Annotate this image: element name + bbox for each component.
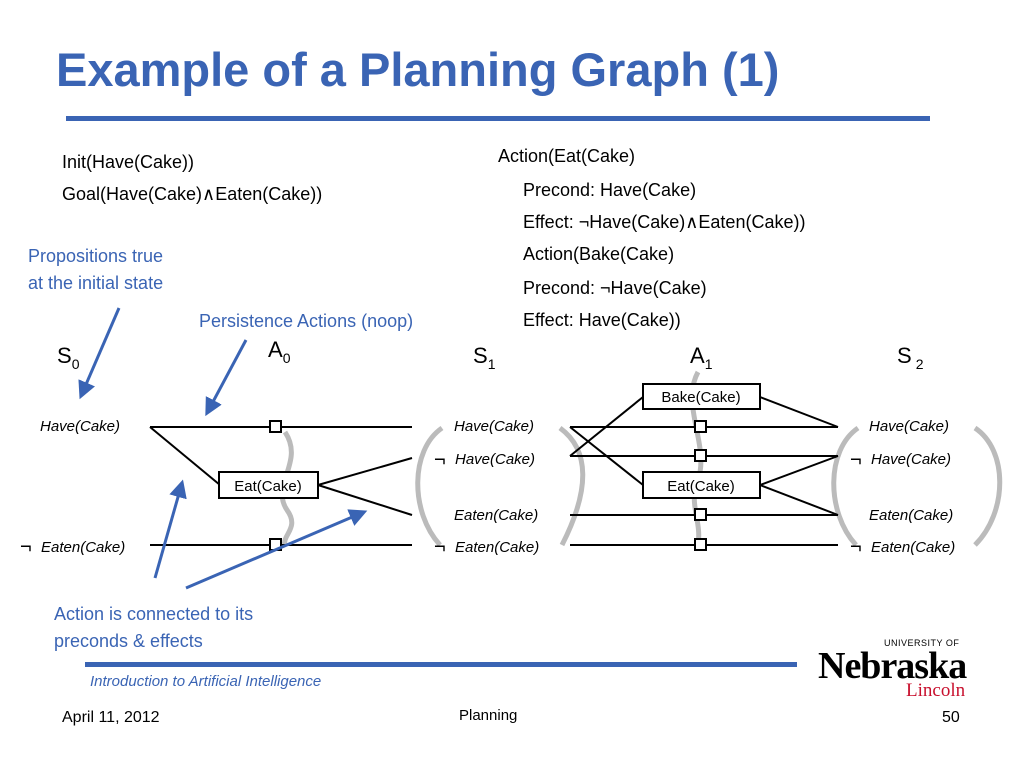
annotation-noop: Persistence Actions (noop) (199, 311, 414, 331)
action-node-a1-bake (642, 383, 761, 410)
action-line: Precond: Have(Cake) (523, 180, 697, 200)
effect-edge (317, 484, 413, 516)
slide-title: Example of a Planning Graph (1) (56, 43, 780, 96)
noop-marker (269, 420, 282, 433)
literal-label: Eaten(Cake) (41, 539, 125, 556)
effect-edge (759, 455, 839, 486)
arrow-to-noop (205, 339, 248, 417)
goal-text: Goal(Have(Cake)∧Eaten(Cake)) (62, 184, 323, 204)
action-line: Effect: Have(Cake)) (523, 310, 681, 330)
arrow-to-effect (185, 509, 368, 590)
action-line: Action(Bake(Cake) (523, 244, 675, 264)
literals-s0: Have(Cake) ¬ Eaten(Cake) (20, 418, 125, 558)
logo-city-text: Lincoln (906, 680, 966, 701)
mutex-link (973, 425, 1003, 547)
action-label: Eat(Cake) (234, 478, 302, 495)
course-name: Introduction to Artificial Intelligence (90, 673, 322, 690)
noop-marker (694, 538, 707, 551)
noop-marker (694, 449, 707, 462)
arrow-to-precond (153, 479, 187, 579)
literal-label: Eaten(Cake) (869, 507, 953, 524)
logo-name-text: Nebraska (818, 645, 967, 687)
mutex-link (415, 425, 444, 547)
annotation-arrows (78, 307, 368, 590)
university-logo: UNIVERSITY OF Nebraska Lincoln (818, 636, 968, 702)
arrow-to-s0 (78, 307, 121, 400)
annotation-initial-line1: Propositions true (28, 246, 164, 266)
literal-label: Eaten(Cake) (454, 507, 538, 524)
negation-symbol: ¬ (850, 449, 862, 471)
negation-symbol: ¬ (850, 536, 862, 558)
mutex-link (279, 430, 295, 546)
precond-edge (149, 426, 221, 486)
page-number: 50 (942, 709, 960, 726)
effect-edge (759, 396, 839, 428)
mutex-link (558, 425, 586, 547)
mutex-link (831, 425, 860, 547)
literal-label: Have(Cake) (40, 418, 120, 435)
level-header-a0: A0 (268, 337, 291, 366)
negation-symbol: ¬ (434, 536, 446, 558)
footer-divider (85, 662, 797, 667)
precond-edge (569, 426, 644, 486)
action-node-a0-eat (218, 471, 319, 499)
level-header-a1: A1 (690, 343, 713, 372)
literal-label: Have(Cake) (455, 451, 535, 468)
logo-university-text: UNIVERSITY OF (884, 638, 960, 648)
footer-date: April 11, 2012 (62, 709, 160, 726)
effect-edge (317, 457, 413, 486)
init-text: Init(Have(Cake)) (62, 152, 195, 172)
level-header-s0: S0 (57, 343, 80, 372)
literal-label: Eaten(Cake) (871, 539, 955, 556)
annotation-initial-line2: at the initial state (28, 273, 164, 293)
noop-markers (269, 420, 707, 551)
mutex-links (279, 370, 1003, 547)
noop-marker (694, 508, 707, 521)
action-line: Precond: ¬Have(Cake) (523, 278, 707, 298)
precond-edge (569, 396, 644, 457)
action-line: Action(Eat(Cake) (498, 146, 636, 166)
effect-edge (759, 484, 839, 516)
action-node-a1-eat (642, 471, 761, 499)
action-nodes: Eat(Cake) Bake(Cake) Eat(Cake) (218, 383, 761, 499)
literal-label: Have(Cake) (869, 418, 949, 435)
negation-symbol: ¬ (434, 449, 446, 471)
literal-label: Have(Cake) (454, 418, 534, 435)
annotation-connected-line1: Action is connected to its (54, 604, 254, 624)
negation-symbol: ¬ (20, 536, 32, 558)
literal-label: Eaten(Cake) (455, 539, 539, 556)
action-label: Bake(Cake) (661, 389, 740, 406)
literals-s1: Have(Cake) ¬ Have(Cake) Eaten(Cake) ¬ Ea… (434, 418, 539, 558)
action-label: Eat(Cake) (667, 478, 735, 495)
annotation-connected-line2: preconds & effects (54, 631, 203, 651)
level-header-s1: S1 (473, 343, 496, 372)
noop-marker (694, 420, 707, 433)
title-divider (66, 116, 930, 121)
footer-topic: Planning (459, 707, 518, 724)
action-line: Effect: ¬Have(Cake)∧Eaten(Cake)) (523, 212, 806, 232)
literals-s2: Have(Cake) ¬ Have(Cake) Eaten(Cake) ¬ Ea… (850, 418, 955, 558)
literal-label: Have(Cake) (871, 451, 951, 468)
